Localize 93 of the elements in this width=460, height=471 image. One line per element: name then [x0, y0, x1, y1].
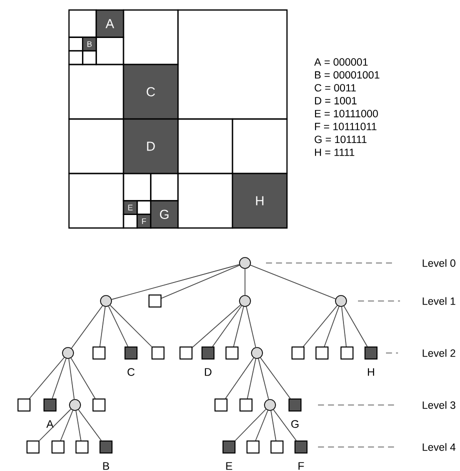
tree-edge [29, 357, 65, 399]
code-label: B = 00001001 [315, 71, 380, 79]
tree-circle [335, 295, 347, 307]
tree-square [292, 346, 304, 360]
tree-circle [69, 399, 81, 411]
node-letter: G [291, 420, 298, 428]
tree-edge [99, 306, 106, 347]
tree-edge [111, 264, 240, 300]
node-letter: F [298, 462, 304, 470]
filled-square [202, 346, 214, 360]
filled-square [364, 346, 378, 360]
tree-edge [233, 306, 244, 347]
tree-square [26, 440, 40, 454]
tree-square [316, 346, 328, 360]
tree-square [92, 398, 106, 412]
tree-circle [100, 295, 112, 307]
tree-square [340, 346, 354, 360]
filled-square [294, 440, 308, 454]
node-letter: H [368, 368, 374, 376]
tree-edge [60, 410, 74, 441]
tree-edge [192, 304, 241, 348]
tree-edge [52, 358, 66, 399]
code-label: F = 10111011 [315, 122, 376, 130]
node-letter: B [103, 462, 110, 470]
filled-square [288, 398, 302, 412]
tree-edge [225, 357, 254, 399]
tree-edge [258, 358, 269, 400]
tree-edge [270, 410, 276, 441]
filled-square [124, 346, 138, 360]
node-letter: D [204, 368, 212, 376]
level-label: Level 3 [422, 401, 456, 409]
tree-square [180, 346, 192, 360]
code-label: A = 000001 [314, 58, 368, 66]
tree-edge [244, 268, 246, 296]
code-label: C = 0011 [314, 84, 356, 92]
tree-edge [76, 410, 82, 441]
filled-square [222, 440, 236, 454]
tree-circle [239, 295, 251, 307]
tree-edge [260, 357, 291, 399]
level-label: Level 4 [422, 443, 456, 451]
grid-cell: D [122, 118, 179, 174]
tree-edge [39, 408, 72, 441]
grid-cell: A [96, 9, 124, 38]
filled-square [44, 398, 56, 412]
level-label: Level 1 [422, 297, 456, 305]
code-label: G = 101111 [314, 136, 366, 144]
tree-edge [212, 305, 242, 347]
tree-edge [250, 264, 336, 300]
tree-square [246, 440, 260, 454]
tree-square [226, 346, 238, 360]
code-label: E = 10111000 [315, 110, 378, 118]
tree-square [214, 398, 228, 412]
tree-square [92, 346, 106, 360]
node-letter: C [128, 368, 135, 376]
tree-edge [71, 305, 103, 349]
tree-edge [302, 305, 338, 347]
tree-edge [234, 408, 266, 441]
tree-square [240, 398, 252, 412]
tree-square [76, 440, 88, 454]
node-letter: A [46, 420, 54, 428]
grid-cell: B [82, 36, 97, 52]
tree-edge [78, 409, 102, 441]
code-label: H = 1111 [315, 148, 354, 156]
tree-square [18, 398, 30, 412]
grid-cell: H [232, 172, 288, 229]
tree-edge [68, 358, 75, 400]
tree-edge [108, 306, 128, 347]
node-letter: E [226, 462, 232, 470]
tree-circle [251, 347, 263, 359]
tree-square [148, 294, 162, 308]
tree-edge [246, 306, 256, 348]
filled-square [100, 440, 112, 454]
tree-edge [110, 304, 152, 347]
grid-cell: C [122, 64, 179, 120]
tree-edge [344, 306, 368, 347]
level-label: Level 2 [422, 349, 456, 357]
code-label: D = 1001 [315, 97, 357, 104]
grid-cell: E [122, 200, 138, 215]
tree-square [270, 440, 284, 454]
tree-square [152, 346, 164, 360]
tree-circle [239, 257, 251, 269]
tree-circle [62, 347, 74, 359]
level-label: Level 0 [422, 259, 456, 267]
tree-edge [161, 264, 240, 299]
tree-edge [324, 306, 340, 347]
tree-edge [341, 306, 347, 347]
grid-cell: F [136, 214, 152, 229]
tree-edge [246, 358, 256, 399]
tree-edge [70, 358, 96, 399]
tree-edge [273, 409, 297, 441]
tree-circle [264, 399, 276, 411]
tree-square [52, 440, 64, 454]
tree-edge [255, 410, 268, 441]
